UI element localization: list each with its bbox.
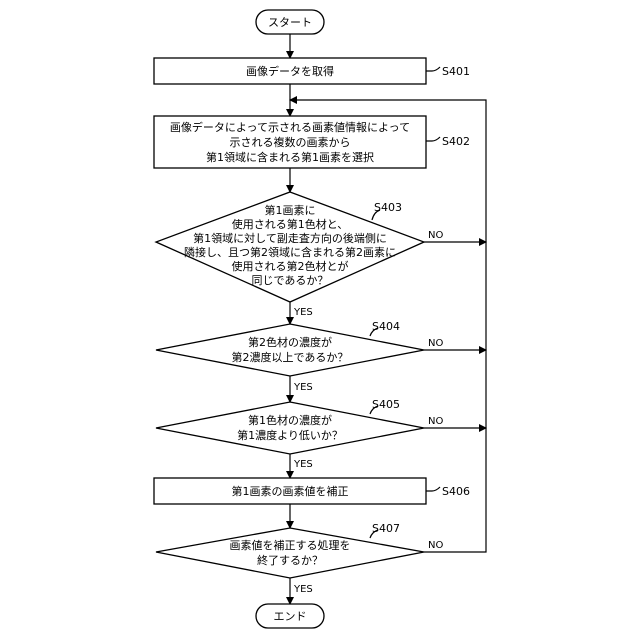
s405-yes-label: YES [293, 459, 313, 470]
s403-yes-label: YES [293, 307, 313, 318]
s401-leader [426, 67, 440, 71]
s403-line-6: 同じであるか？ [252, 274, 329, 287]
s402-line-3: 第1領域に含まれる第1画素を選択 [206, 150, 374, 164]
s407-no-label: NO [428, 540, 443, 551]
s402-id: S402 [442, 135, 470, 148]
s402-line-1: 画像データによって示される画素値情報によって [170, 120, 410, 134]
s403-line-5: 使用される第2色材とが [232, 259, 349, 273]
s403-line-4: 隣接し、且つ第2領域に含まれる第2画素に [184, 245, 396, 259]
s403-line-3: 第1領域に対して副走査方向の後端側に [193, 231, 387, 245]
s405-no-label: NO [428, 416, 443, 427]
s404-id: S404 [372, 320, 400, 333]
step-s407-decision: 画素値を補正する処理を 終了するか？ [156, 528, 424, 578]
start-label: スタート [268, 16, 312, 29]
s402-leader [426, 137, 440, 141]
s401-text: 画像データを取得 [246, 64, 334, 78]
s405-id: S405 [372, 398, 400, 411]
end-label: エンド [274, 610, 307, 623]
s404-no-label: NO [428, 338, 443, 349]
s403-line-2: 使用される第1色材と、 [232, 217, 349, 231]
step-s401-box: 画像データを取得 [154, 58, 426, 84]
step-s402-box: 画像データによって示される画素値情報によって 示される複数の画素から 第1領域に… [154, 116, 426, 168]
s403-line-1: 第1画素に [265, 203, 316, 217]
s407-yes-label: YES [293, 584, 313, 595]
s406-id: S406 [442, 485, 470, 498]
s404-line-1: 第2色材の濃度が [248, 335, 332, 349]
s403-no-label: NO [428, 230, 443, 241]
s405-line-1: 第1色材の濃度が [248, 413, 332, 427]
s403-id: S403 [374, 201, 402, 214]
s401-id: S401 [442, 65, 470, 78]
s402-line-2: 示される複数の画素から [230, 135, 351, 149]
s404-line-2: 第2濃度以上であるか？ [232, 350, 349, 364]
step-s406-box: 第1画素の画素値を補正 [154, 478, 426, 504]
start-terminal: スタート [256, 10, 324, 34]
s407-line-1: 画素値を補正する処理を [230, 539, 351, 552]
s407-line-2: 終了するか？ [257, 553, 323, 567]
s406-leader [426, 487, 440, 491]
s405-line-2: 第1濃度より低いか？ [237, 428, 343, 442]
s404-yes-label: YES [293, 382, 313, 393]
s407-id: S407 [372, 522, 400, 535]
end-terminal: エンド [256, 604, 324, 628]
s406-text: 第1画素の画素値を補正 [232, 484, 349, 498]
